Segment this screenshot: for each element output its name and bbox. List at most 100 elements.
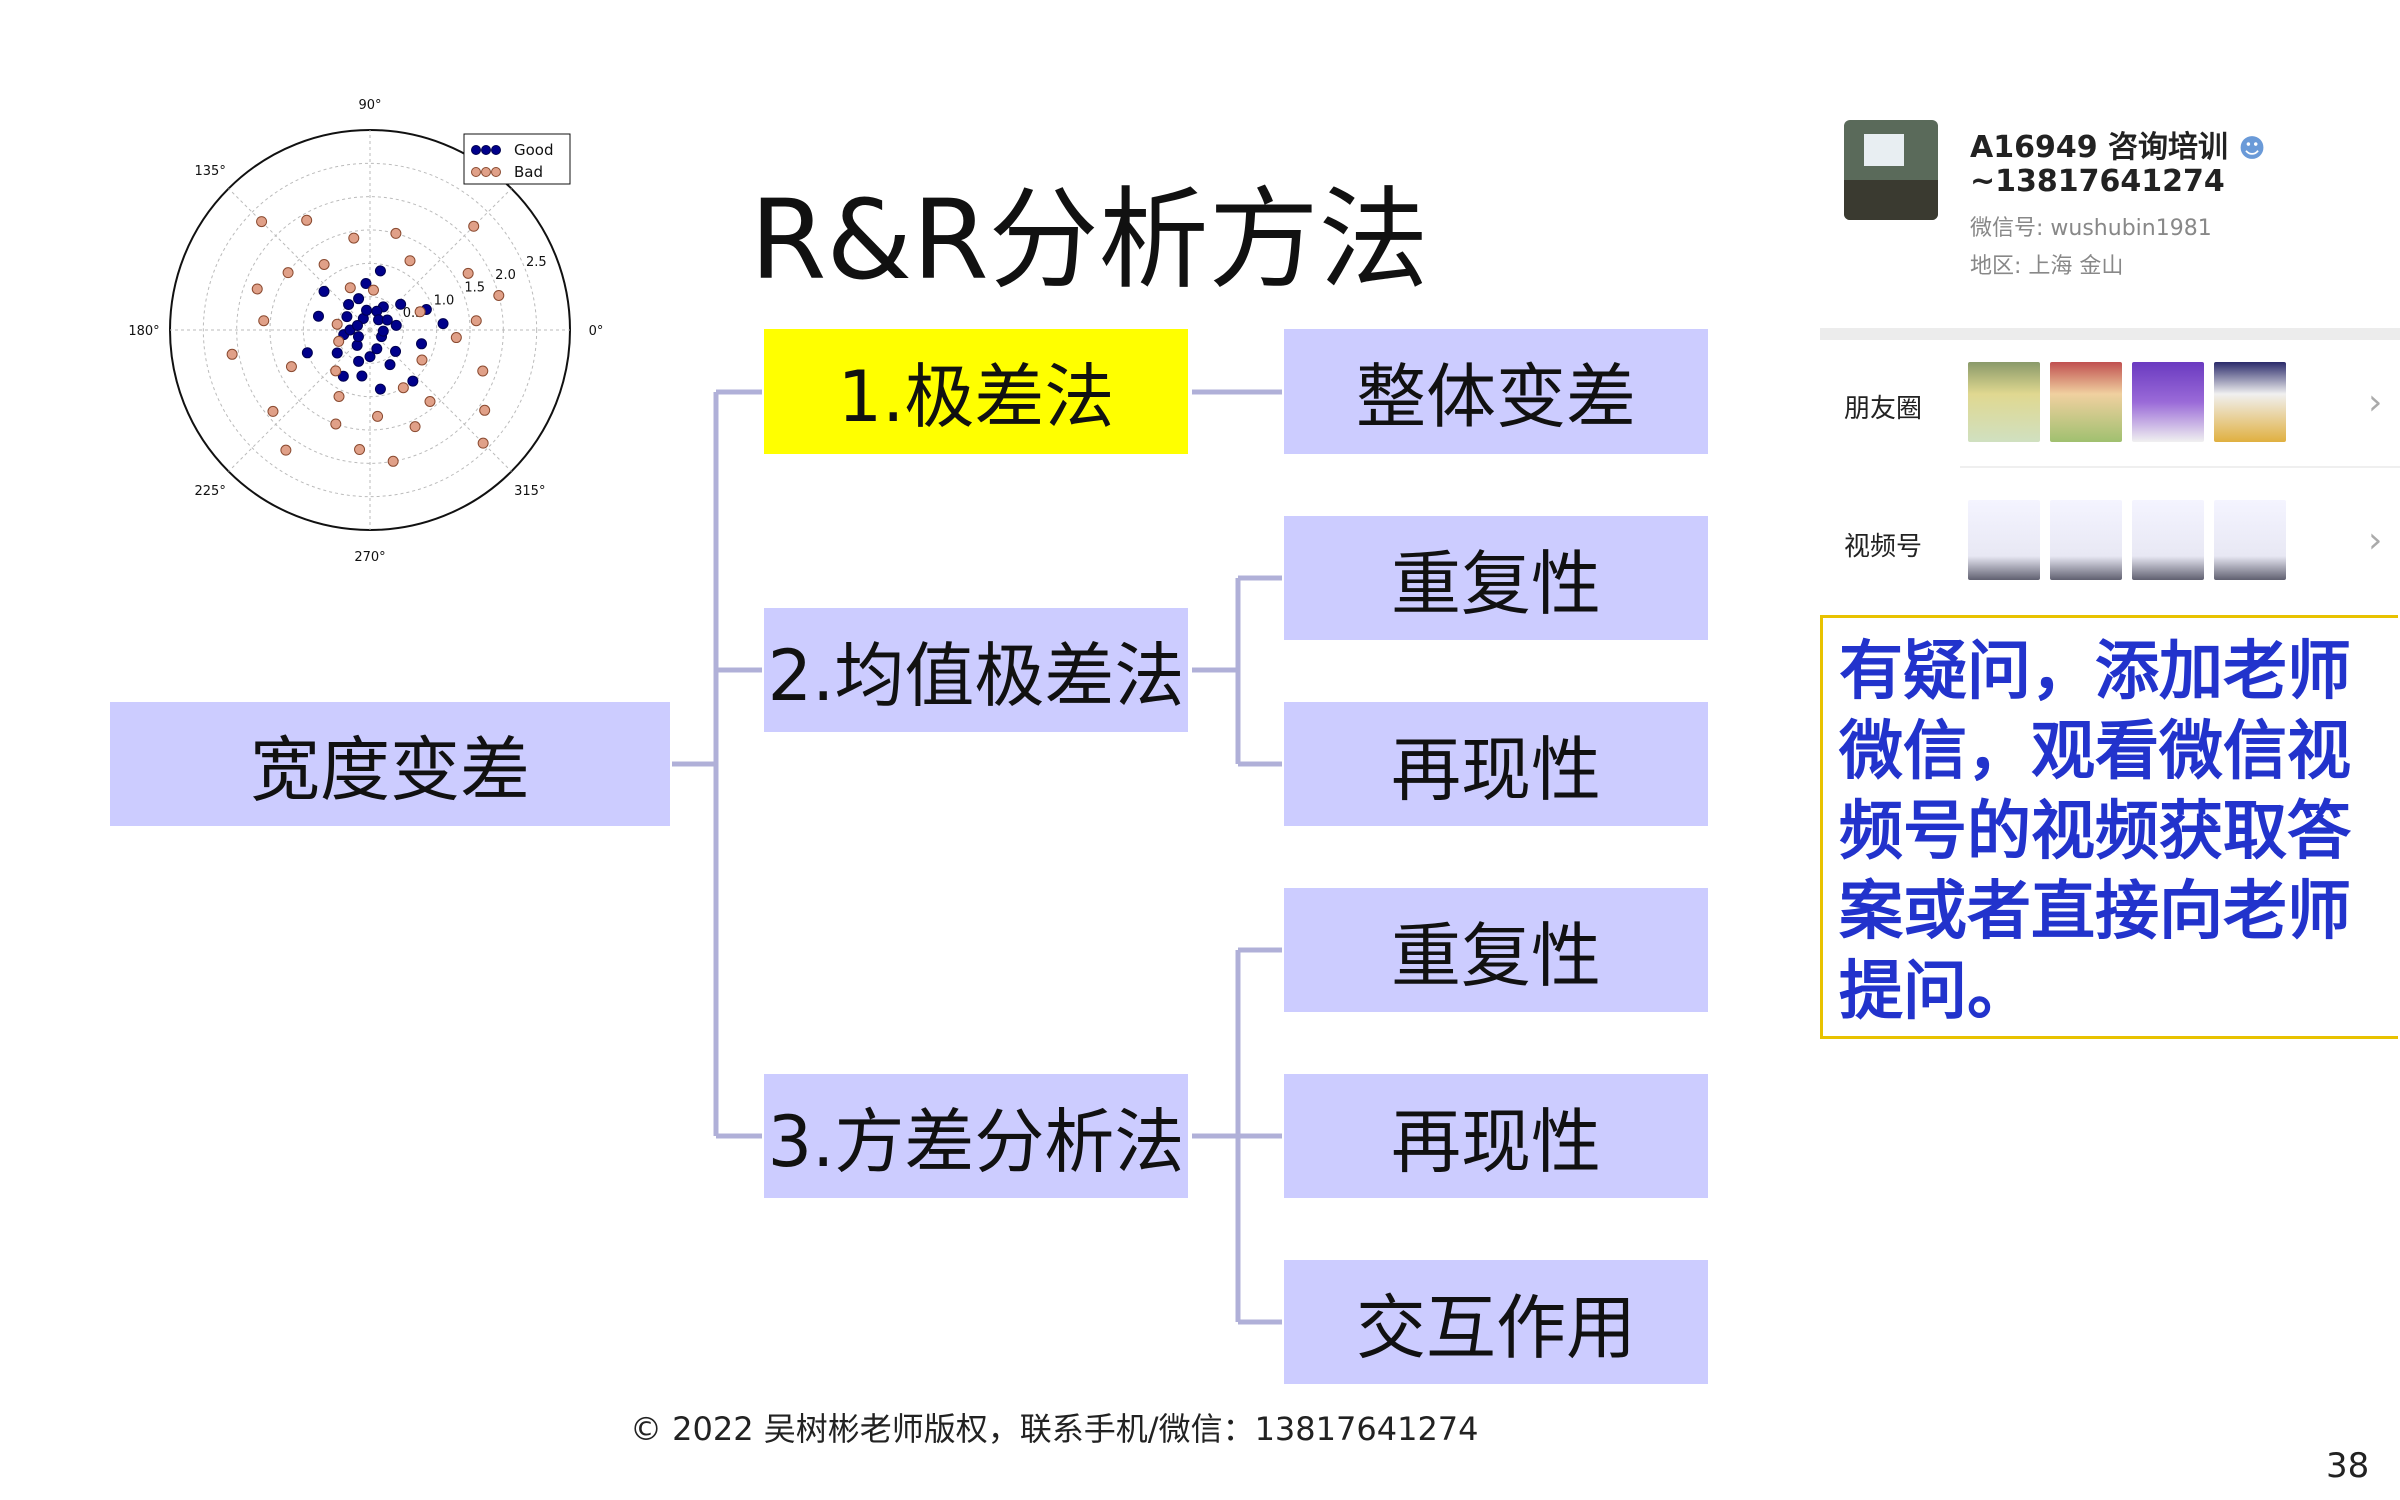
radial-grid-4 <box>202 162 538 498</box>
polar-scatter-chart: 0.51.01.52.02.50°45°90°135°180°225°270°3… <box>128 98 604 565</box>
data-point-bad-3 <box>404 255 416 267</box>
data-point-bad-18 <box>409 421 421 433</box>
m2-child-reproducibility: 再现性 <box>1284 702 1708 826</box>
angle-tick-label-4: 180° <box>128 324 159 339</box>
data-point-bad-1 <box>462 267 474 279</box>
moments-thumb-2 <box>2050 362 2122 442</box>
profile-name: A16949 咨询培训 ☻ <box>1970 130 2266 165</box>
angle-tick-label-6: 270° <box>354 550 385 565</box>
method-3-node: 3.方差分析法 <box>764 1074 1188 1198</box>
data-point-good-13 <box>356 370 368 382</box>
avatar[interactable] <box>1844 120 1938 220</box>
data-point-bad-35 <box>470 315 482 327</box>
radial-tick-label-2: 1.5 <box>464 281 485 296</box>
channels-thumb-2 <box>2050 500 2122 580</box>
data-point-bad-15 <box>330 418 342 430</box>
data-point-good-15 <box>384 359 396 371</box>
row-divider <box>1960 466 2400 468</box>
channels-row[interactable]: 视频号 › <box>1820 490 2400 600</box>
m3-child-reproducibility: 再现性 <box>1284 1074 1708 1198</box>
m3-child-interaction: 交互作用 <box>1284 1260 1708 1384</box>
data-point-bad-13 <box>267 405 279 417</box>
data-point-bad-16 <box>354 444 366 456</box>
data-point-bad-14 <box>280 444 292 456</box>
data-point-bad-20 <box>479 404 491 416</box>
data-point-good-11 <box>331 347 343 359</box>
data-point-good-34 <box>381 314 393 326</box>
data-point-good-7 <box>341 311 353 323</box>
data-point-bad-26 <box>333 335 345 347</box>
wechat-id: 微信号: wushubin1981 <box>1970 216 2212 241</box>
chevron-right-icon: › <box>2368 382 2383 423</box>
angle-tick-label-7: 315° <box>514 484 545 499</box>
data-point-bad-21 <box>477 365 489 377</box>
data-point-bad-7 <box>256 216 268 228</box>
legend-marker-good-0 <box>471 145 481 155</box>
region: 地区: 上海 金山 <box>1970 254 2124 279</box>
root-node: 宽度变差 <box>110 702 670 826</box>
radial-grid-2 <box>269 229 471 431</box>
data-point-bad-30 <box>318 258 330 270</box>
m2-child-repeatability: 重复性 <box>1284 516 1708 640</box>
legend-marker-bad-1 <box>481 167 491 177</box>
data-point-good-35 <box>377 325 389 337</box>
page-number: 38 <box>2326 1446 2370 1486</box>
chevron-right-icon: › <box>2368 520 2383 561</box>
legend-label-good: Good <box>514 141 554 159</box>
moments-thumb-4 <box>2214 362 2286 442</box>
data-point-good-23 <box>371 343 383 355</box>
moments-label: 朋友圈 <box>1844 394 1923 424</box>
wechat-profile-card: A16949 咨询培训 ☻ ~13817641274 微信号: wushubin… <box>1820 110 2400 1090</box>
legend-marker-good-1 <box>481 145 491 155</box>
method-2-node: 2.均值极差法 <box>764 608 1188 732</box>
data-point-good-29 <box>361 304 373 316</box>
data-point-bad-8 <box>282 267 294 279</box>
data-point-bad-25 <box>344 282 356 294</box>
profile-phone: ~13817641274 <box>1970 164 2225 199</box>
data-point-bad-4 <box>390 227 402 239</box>
data-point-good-16 <box>390 345 402 357</box>
data-point-good-3 <box>374 265 386 277</box>
legend-marker-bad-0 <box>471 167 481 177</box>
data-point-good-26 <box>351 319 363 331</box>
data-point-good-14 <box>374 383 386 395</box>
legend-label-bad: Bad <box>514 163 543 181</box>
page-title: R&R分析方法 <box>750 176 1429 304</box>
moments-thumb-1 <box>1968 362 2040 442</box>
moments-thumb-3 <box>2132 362 2204 442</box>
data-point-good-18 <box>390 319 402 331</box>
data-point-bad-29 <box>416 354 428 366</box>
data-point-good-4 <box>360 278 372 290</box>
channels-thumb-3 <box>2132 500 2204 580</box>
divider <box>1820 328 2400 340</box>
contact-note-text: 有疑问，添加老师微信，观看微信视频号的视频获取答案或者直接向老师提问。 <box>1839 635 2351 1029</box>
data-point-good-1 <box>395 298 407 310</box>
channels-label: 视频号 <box>1844 532 1923 562</box>
data-point-bad-17 <box>387 455 399 467</box>
moments-row[interactable]: 朋友圈 › <box>1820 352 2400 462</box>
radial-tick-label-3: 2.0 <box>495 268 516 283</box>
data-point-bad-24 <box>367 284 379 296</box>
user-icon: ☻ <box>2238 134 2266 164</box>
data-point-bad-28 <box>397 382 409 394</box>
angle-tick-label-2: 90° <box>358 98 381 113</box>
data-point-bad-34 <box>477 437 489 449</box>
angle-tick-label-0: 0° <box>589 324 604 339</box>
legend-marker-good-2 <box>491 145 501 155</box>
data-point-bad-5 <box>348 232 360 244</box>
angle-tick-label-5: 225° <box>195 484 226 499</box>
data-point-good-32 <box>353 355 365 367</box>
data-point-good-17 <box>416 338 428 350</box>
data-point-bad-2 <box>468 220 480 232</box>
m1-child-overall: 整体变差 <box>1284 329 1708 454</box>
data-point-bad-27 <box>333 390 345 402</box>
data-point-bad-23 <box>414 306 426 318</box>
method-1-node: 1.极差法 <box>764 329 1188 454</box>
channels-thumb-1 <box>1968 500 2040 580</box>
contact-note: 有疑问，添加老师微信，观看微信视频号的视频获取答案或者直接向老师提问。 <box>1820 615 2398 1039</box>
data-point-good-12 <box>337 370 349 382</box>
channels-thumb-4 <box>2214 500 2286 580</box>
data-point-bad-0 <box>493 289 505 301</box>
data-point-good-30 <box>318 285 330 297</box>
